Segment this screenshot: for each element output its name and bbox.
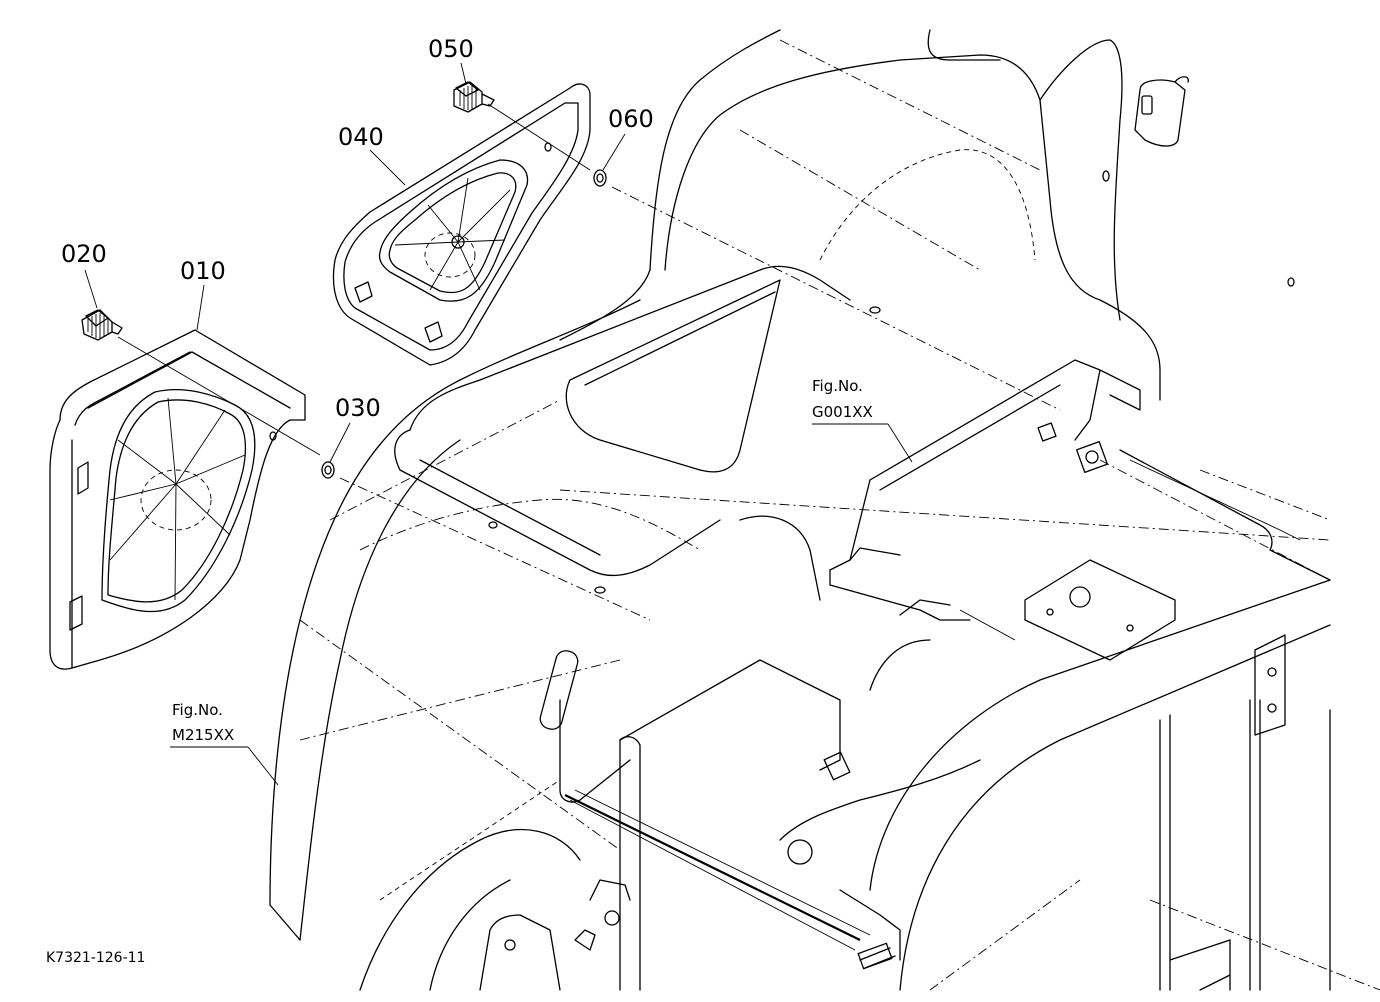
figure-reference-g001: Fig.No. G001XX: [812, 377, 913, 463]
washer-030: [321, 461, 335, 479]
washer-060: [593, 169, 607, 187]
part-callouts: 010 020 030 040 050 060: [61, 35, 654, 463]
fig-no-label-g001: Fig.No.: [812, 377, 863, 395]
part-number-060: 060: [608, 105, 654, 133]
part-number-020: 020: [61, 240, 107, 268]
part-number-040: 040: [338, 123, 384, 151]
part-number-050: 050: [428, 35, 474, 63]
fig-no-code-m215: M215XX: [172, 726, 234, 744]
figure-reference-m215: Fig.No. M215XX: [170, 701, 279, 786]
fig-no-code-g001: G001XX: [812, 403, 873, 421]
fig-no-label-m215: Fig.No.: [172, 701, 223, 719]
panel-010: [49, 329, 306, 670]
vehicle-frame: [269, 29, 1380, 991]
assembly-centerlines: [117, 103, 1061, 621]
drawing-code: K7321-126-11: [46, 950, 145, 966]
part-number-010: 010: [180, 257, 226, 285]
knob-screw-020: [81, 309, 123, 341]
part-number-030: 030: [335, 394, 381, 422]
knob-screw-050: [453, 81, 495, 113]
panel-040: [332, 83, 591, 366]
